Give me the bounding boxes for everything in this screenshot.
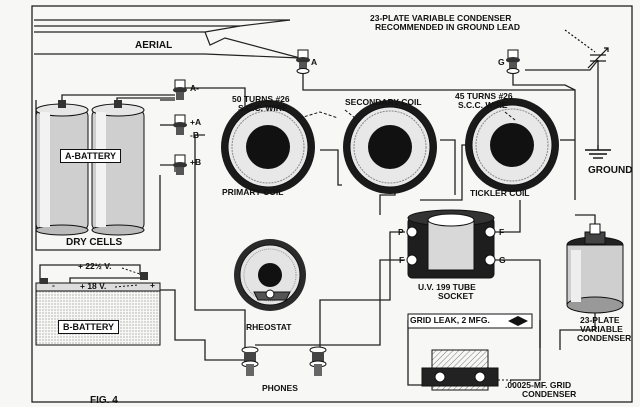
- grid-condenser-shape: [421, 349, 516, 391]
- primary-coil-label: PRIMARY COIL: [222, 187, 284, 197]
- grid-condenser-line1: .00025-MF. GRID: [505, 380, 572, 390]
- grid-leak-label: GRID LEAK, 2 MFG.: [410, 315, 490, 325]
- var-condenser-line1: 23-PLATE: [580, 315, 620, 325]
- tickler-coil-label: TICKLER COIL: [470, 188, 530, 198]
- tickler-coil-shape: [465, 98, 559, 192]
- socket-pin-f-left: F: [399, 255, 405, 265]
- b-plus-sign: +: [150, 280, 155, 290]
- var-condenser-line2: VARIABLE: [580, 324, 623, 334]
- b-minus-sign: -: [52, 280, 55, 290]
- tube-socket-shape: [406, 209, 496, 279]
- primary-note-line2: S.C.C. WIRE: [238, 103, 288, 113]
- terminal-a-post: [296, 49, 310, 74]
- terminal-b-plus-label: +B: [190, 157, 202, 167]
- aerial-wires: [34, 19, 301, 59]
- variable-condenser-shape: [566, 223, 624, 314]
- dry-cells-label: DRY CELLS: [66, 237, 123, 248]
- terminal-g-post: [506, 49, 520, 74]
- terminal-posts: [173, 49, 520, 175]
- figure-number: FIG. 4: [90, 395, 118, 406]
- b-tap-22-label: + 22½ V.: [78, 261, 112, 271]
- coil-note-leaders: [299, 109, 516, 121]
- ground-note-line2: RECOMMENDED IN GROUND LEAD: [375, 22, 520, 32]
- aerial-label: AERIAL: [135, 40, 173, 51]
- b-battery-box: [35, 272, 161, 346]
- dry-cells: [35, 100, 145, 236]
- a-battery-label: A-BATTERY: [60, 149, 121, 163]
- secondary-coil-label: SECONDARY COIL: [345, 97, 422, 107]
- terminal-a-minus-label: A-: [190, 83, 199, 93]
- socket-pin-p: P: [398, 227, 404, 237]
- socket-pin-f-right: F: [499, 227, 505, 237]
- socket-label-line1: U.V. 199 TUBE: [418, 282, 476, 292]
- b-tap-leaders: [114, 267, 141, 288]
- rheostat-shape: [234, 239, 306, 311]
- primary-note-line1: 50 TURNS #26: [232, 94, 290, 104]
- b-battery-label: B-BATTERY: [58, 320, 119, 334]
- terminal-a-label: A: [311, 57, 318, 67]
- phones-label: PHONES: [262, 383, 298, 393]
- terminal-b-minus-label: -B: [190, 130, 199, 140]
- terminal-a-plus-post: [173, 114, 187, 135]
- grid-condenser-line2: CONDENSER: [522, 389, 577, 399]
- ground-lead-condenser: [564, 29, 609, 69]
- var-condenser-line3: CONDENSER: [577, 333, 632, 343]
- grid-leak-resistor: [407, 313, 533, 329]
- socket-pin-g: G: [499, 255, 506, 265]
- terminal-b-plus-post: [173, 154, 187, 175]
- primary-coil-shape: [221, 100, 315, 194]
- terminal-a-plus-label: +A: [190, 117, 202, 127]
- tickler-note-line1: 45 TURNS #26: [455, 91, 513, 101]
- rheostat-label: RHEOSTAT: [246, 322, 292, 332]
- socket-label-line2: SOCKET: [438, 291, 474, 301]
- ground-label: GROUND: [588, 165, 633, 176]
- terminal-a-minus-post: [173, 79, 187, 100]
- phones-posts: [241, 346, 327, 376]
- tickler-note-line2: S.C.C. WIRE: [458, 100, 508, 110]
- ground-note-line1: 23-PLATE VARIABLE CONDENSER: [370, 13, 512, 23]
- secondary-coil-shape: [343, 100, 437, 194]
- b-tap-18-label: + 18 V.: [80, 281, 107, 291]
- ground-symbol: [585, 145, 611, 159]
- figure-frame: [31, 5, 633, 403]
- terminal-g-label: G: [498, 57, 505, 67]
